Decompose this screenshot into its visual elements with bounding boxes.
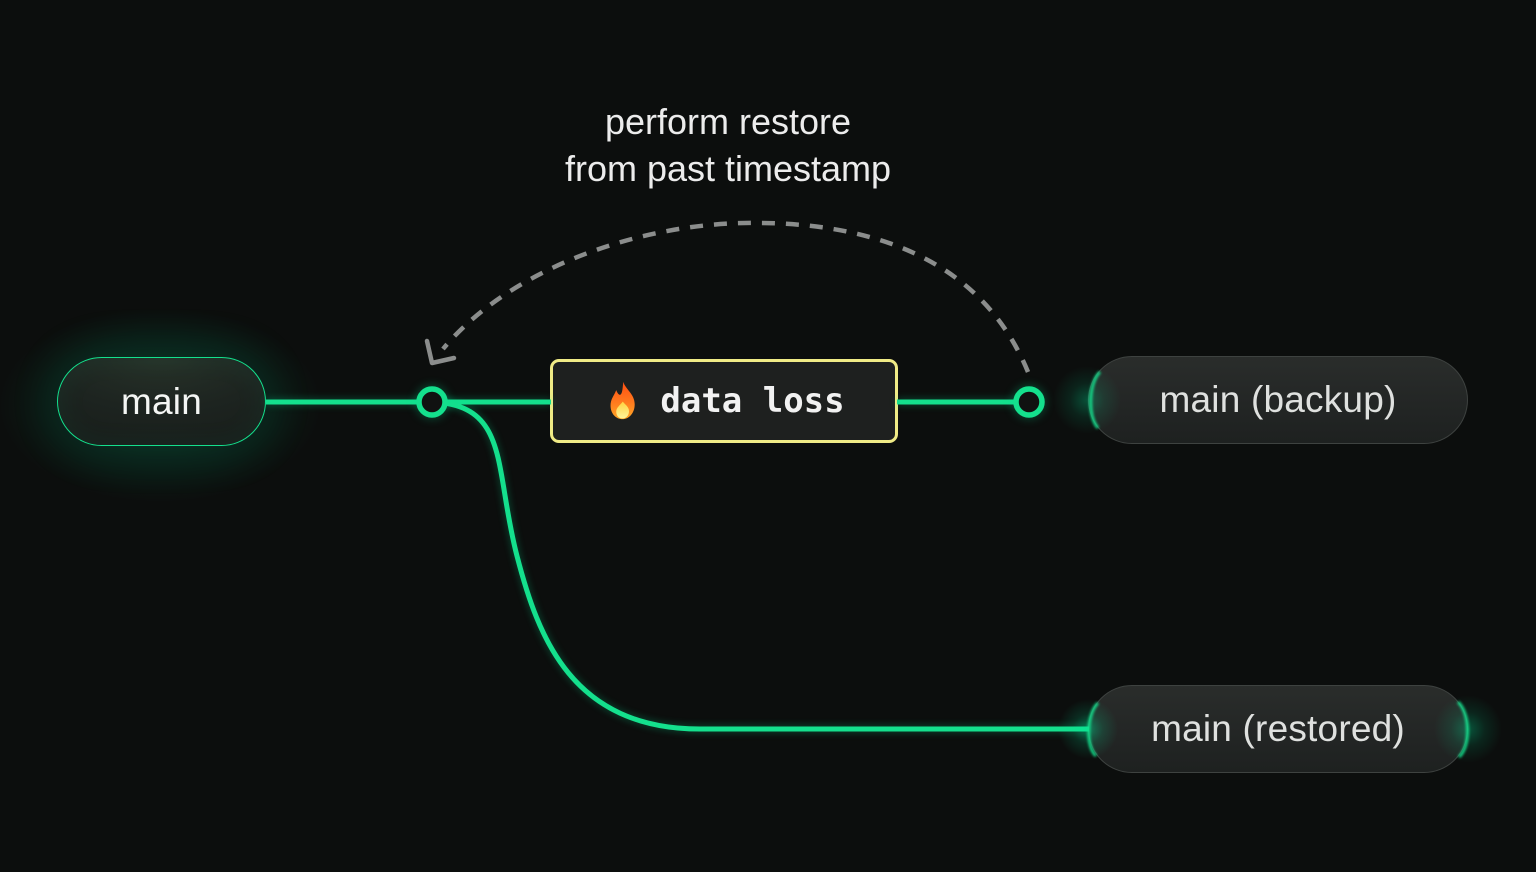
branch-node-main: main [57, 357, 266, 446]
branch-point-node [416, 386, 448, 418]
restore-arc [441, 220, 1031, 373]
branch-node-backup: main (backup) [1088, 356, 1468, 444]
branch-node-restored-label: main (restored) [1151, 708, 1405, 749]
branch-node-backup-label: main (backup) [1159, 379, 1397, 420]
fire-icon [603, 381, 643, 421]
restore-caption: perform restore from past timestamp [400, 98, 1056, 192]
data-loss-box: data loss [550, 359, 898, 443]
restore-caption-line1: perform restore [604, 101, 852, 142]
restore-arrow-icon [424, 338, 457, 366]
data-loss-label: data loss [660, 381, 845, 421]
backup-point-node [1013, 386, 1045, 418]
branch-node-restored: main (restored) [1088, 685, 1468, 773]
branch-node-main-label: main [121, 380, 202, 422]
restore-caption-line2: from past timestamp [564, 148, 892, 189]
restored-branch-curve [431, 399, 1089, 732]
